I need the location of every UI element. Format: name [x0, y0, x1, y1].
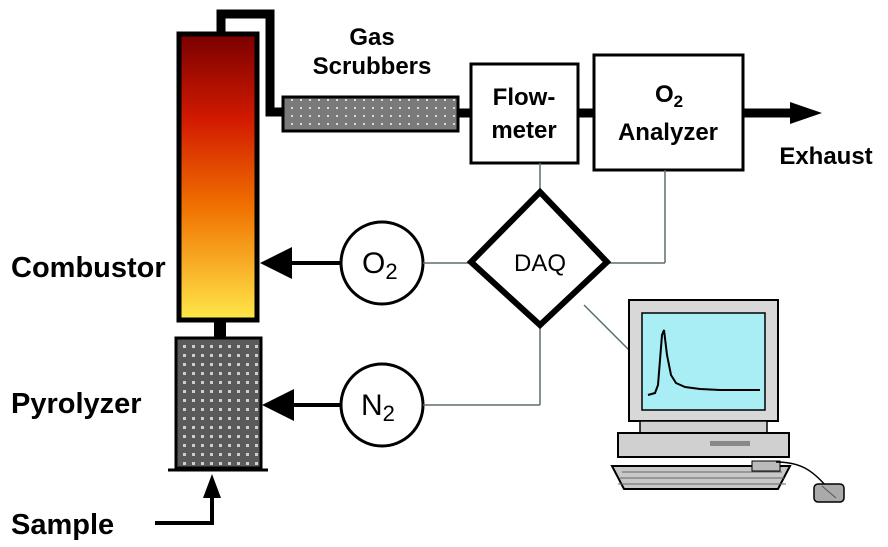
- pyrolyzer: [174, 336, 263, 470]
- mouse-icon: [775, 461, 845, 503]
- signal-lines: [423, 163, 666, 406]
- o2-supply-label: O2: [362, 247, 398, 284]
- o2-analyzer-label-2: Analyzer: [618, 119, 718, 146]
- gas-scrubbers-label-1: Gas: [349, 24, 394, 51]
- gas-scrubbers-label-2: Scrubbers: [313, 53, 432, 80]
- combustor-label: Combustor: [11, 252, 166, 284]
- n2-supply-label: N2: [361, 389, 395, 426]
- exhaust-label: Exhaust: [779, 143, 872, 170]
- sample-arrow: [203, 474, 221, 498]
- flowmeter-label-1: Flow-: [493, 84, 556, 111]
- o2-feed-arrow: [260, 247, 292, 279]
- o2-analyzer-label-1: O2: [655, 81, 683, 111]
- gas-scrubbers: [281, 95, 460, 133]
- pyrolyzer-label: Pyrolyzer: [11, 388, 142, 420]
- daq-box: [466, 187, 612, 330]
- n2-feed-arrow: [262, 389, 294, 421]
- exhaust-arrow: [790, 102, 822, 124]
- flowmeter-box: [469, 62, 580, 165]
- sample-label: Sample: [11, 509, 114, 541]
- o2-analyzer-box: [592, 53, 745, 172]
- gas-tube: [216, 9, 288, 117]
- computer-icon: [610, 299, 792, 490]
- daq-label: DAQ: [514, 250, 566, 277]
- flowmeter-label-2: meter: [491, 117, 556, 144]
